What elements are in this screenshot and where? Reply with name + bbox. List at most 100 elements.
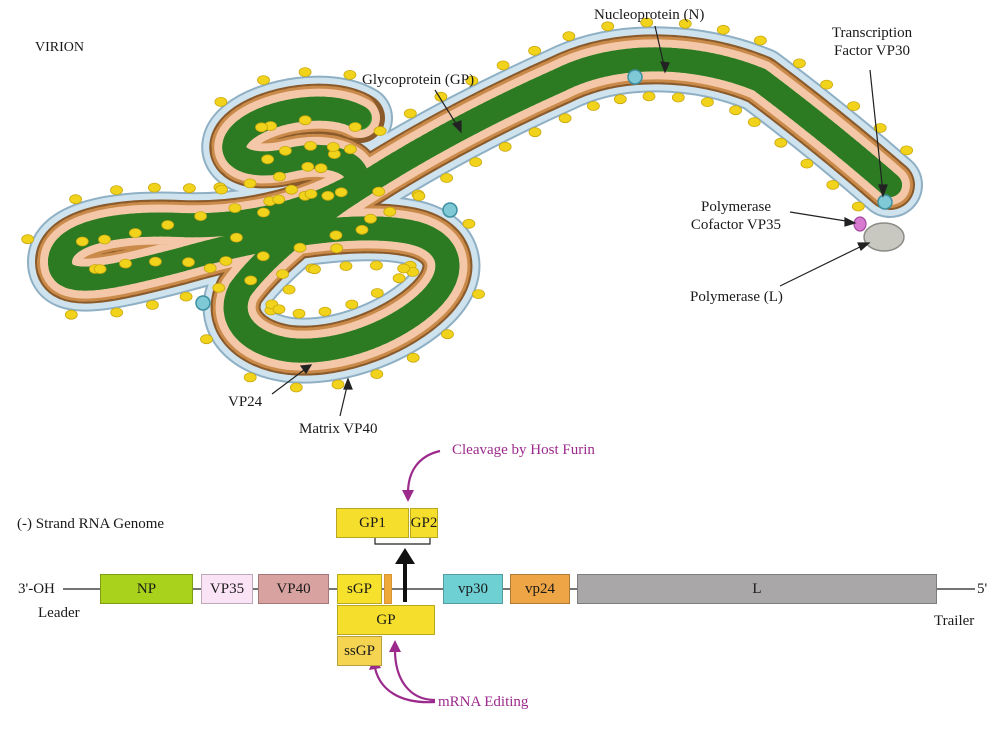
glycoprotein-spike — [774, 137, 788, 148]
glycoprotein-spike — [754, 35, 767, 46]
glycoprotein-spike — [496, 60, 510, 71]
label-matrix-vp40: Matrix VP40 — [299, 421, 378, 437]
glycoprotein-spike — [383, 206, 397, 217]
glycoprotein-spike — [110, 307, 124, 318]
glycoprotein-spike — [847, 101, 860, 111]
nucleoprotein-marker — [195, 295, 211, 311]
glycoprotein-spike — [364, 213, 377, 224]
genome-title: (-) Strand RNA Genome — [17, 516, 165, 532]
glycoprotein-spike — [148, 256, 162, 267]
glycoprotein-spike — [243, 372, 257, 383]
glycoprotein-spike — [182, 183, 196, 194]
virion-title: VIRION — [35, 40, 84, 55]
glycoprotein-spike — [147, 182, 161, 193]
glycoprotein-spike — [200, 334, 213, 345]
glycoprotein-spike — [345, 299, 359, 310]
glycoprotein-spike — [182, 257, 195, 268]
glycoprotein-spike — [397, 263, 411, 274]
gene-np: NP — [100, 574, 193, 604]
glycoprotein-spike — [69, 194, 82, 205]
glycoprotein-spike — [257, 75, 270, 85]
glycoprotein-spike — [339, 261, 353, 272]
glycoprotein-spike — [343, 144, 357, 155]
glycoprotein-spike — [304, 189, 318, 199]
gene-vp40: VP40 — [258, 574, 329, 604]
glycoprotein-spike — [304, 140, 317, 151]
glycoprotein-spike — [179, 291, 193, 302]
label-vp24: VP24 — [228, 394, 263, 410]
glycoprotein-spike — [318, 306, 332, 317]
glycoprotein-spike — [826, 179, 840, 190]
glycoprotein-spike — [321, 190, 335, 201]
glycoprotein-spike — [465, 75, 479, 86]
glycoprotein-spike — [289, 382, 303, 393]
glycoprotein-spike — [292, 308, 306, 319]
glycoprotein-spike — [219, 256, 233, 266]
glycoprotein-spike — [194, 211, 208, 222]
glycoprotein-spike — [293, 242, 307, 253]
glycoprotein-spike — [64, 309, 78, 320]
glycoprotein-spike — [98, 234, 111, 245]
gene-sgp: sGP — [337, 574, 382, 604]
glycoprotein-spike — [640, 17, 654, 28]
glycoprotein-spike — [298, 115, 312, 126]
glycoprotein-spike — [873, 123, 887, 133]
vp30-marker — [877, 194, 893, 210]
glycoprotein-spike — [528, 45, 541, 56]
glycoprotein-spike — [203, 263, 217, 274]
glycoprotein-spike — [334, 187, 348, 198]
cleavage-label: Cleavage by Host Furin — [452, 442, 595, 458]
genome-leader: Leader — [38, 605, 80, 621]
glycoprotein-spike — [716, 24, 730, 35]
nucleoprotein-marker — [442, 202, 458, 218]
glycoprotein-spike — [308, 264, 321, 275]
glycoprotein-spike — [272, 304, 286, 315]
glycoprotein-spike — [261, 154, 275, 165]
glycoprotein-spike — [372, 186, 386, 197]
glycoprotein-spike — [472, 289, 485, 300]
label-vp35: Polymerase Cofactor VP35 — [686, 198, 786, 234]
label-vp30: Transcription Factor VP30 — [822, 24, 922, 60]
editing-label: mRNA Editing — [438, 694, 529, 710]
label-glycoprotein: Glycoprotein (GP) — [362, 72, 475, 88]
label-vp30-line1: Transcription — [831, 25, 913, 41]
glycoprotein-spikes — [21, 17, 913, 393]
glycoprotein-spike — [469, 157, 483, 168]
vp35-marker — [853, 216, 867, 232]
glycoprotein-spike — [119, 258, 132, 269]
glycoprotein-spike — [412, 191, 426, 202]
genome-5prime-end: 5' — [977, 581, 988, 597]
glycoprotein-spike — [587, 101, 600, 111]
glycoprotein-spike — [128, 228, 142, 238]
polymerase-marker — [863, 222, 905, 252]
glycoprotein-spike — [212, 282, 226, 293]
glycoprotein-spike — [273, 171, 286, 182]
furin-arrow — [406, 449, 441, 494]
glycoprotein-spike — [701, 97, 714, 107]
glycoprotein-spike — [441, 329, 454, 340]
glycoprotein-spike — [729, 105, 742, 116]
label-vp30-line2: Factor VP30 — [834, 43, 910, 59]
glycoprotein-spike — [369, 260, 383, 271]
glycoprotein-spike — [329, 230, 343, 241]
callout-lines — [271, 25, 888, 417]
glycoprotein-spike — [93, 264, 107, 275]
glycoprotein-spike — [257, 207, 270, 218]
glycoprotein-spike — [314, 163, 328, 174]
gene-sgp-editing-site — [384, 574, 392, 604]
glycoprotein-spike — [613, 94, 627, 105]
editing-arrows — [373, 649, 436, 704]
glycoprotein-spike — [678, 18, 692, 29]
glycoprotein-spike — [214, 97, 228, 107]
glycoprotein-spike — [215, 184, 228, 195]
glycoprotein-spike — [671, 92, 685, 103]
glycoprotein-spike — [229, 232, 243, 243]
glycoprotein-spike — [558, 113, 572, 124]
glycoprotein-spike — [278, 145, 292, 156]
glycoprotein-spike — [601, 21, 615, 32]
glycoprotein-spike — [528, 127, 542, 138]
gene-vp35: VP35 — [201, 574, 253, 604]
genome-trailer: Trailer — [934, 613, 975, 629]
gene-l: L — [577, 574, 937, 604]
